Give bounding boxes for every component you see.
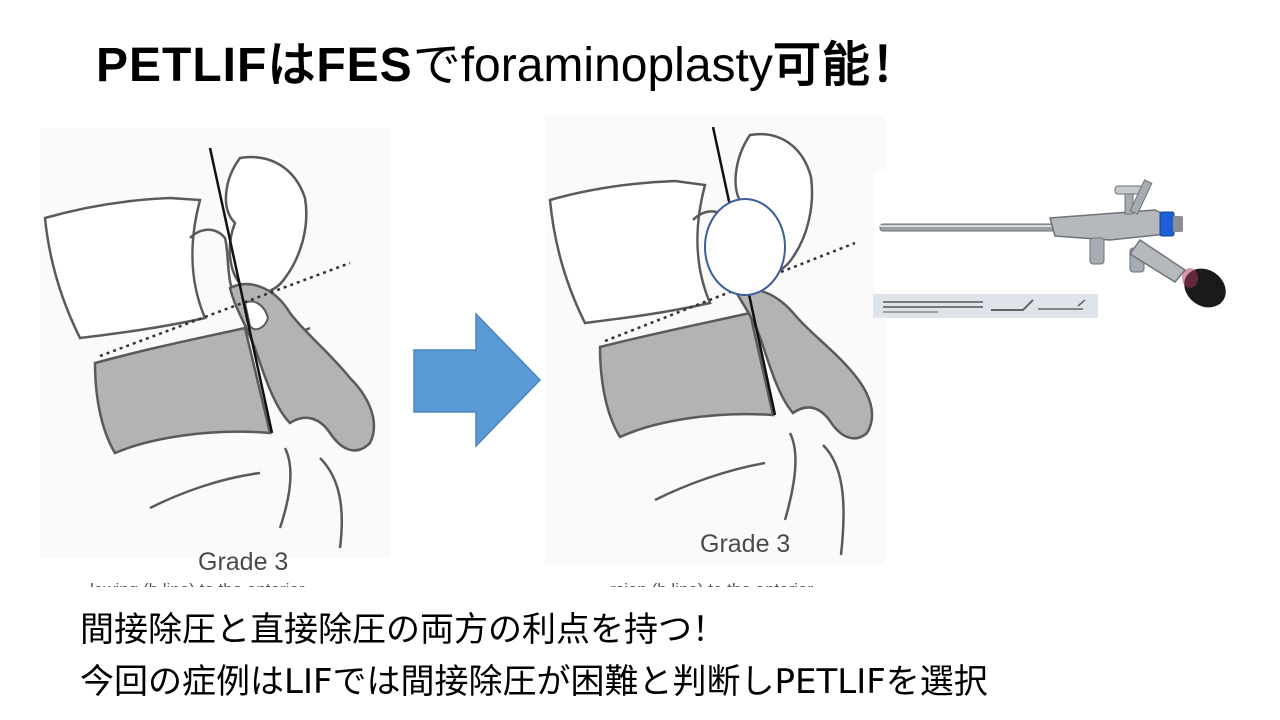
instrument-strip-image — [873, 294, 1098, 318]
left-figure-caption: Grade 3 — [198, 548, 289, 576]
slide-title: PETLIFはFESでforaminoplasty可能！ — [96, 30, 920, 102]
title-part-4: 可能！ — [772, 39, 920, 92]
body-line-1: 間接除圧と直接除圧の両方の利点を持つ！ — [80, 610, 726, 650]
spine-diagram-right — [545, 115, 885, 565]
title-part-3: foraminoplasty — [460, 39, 773, 92]
title-part-2: で — [412, 39, 461, 92]
left-figure-cut-text: lowing (b line) to the anterior — [90, 578, 340, 587]
right-figure-cut-text: rsion (b line) to the anterior — [610, 578, 910, 587]
right-figure-caption: Grade 3 — [700, 530, 791, 558]
spine-diagram-left — [40, 128, 390, 558]
endoscope-image — [875, 170, 1235, 318]
title-part-1: PETLIFはFES — [96, 39, 413, 92]
body-line-2: 今回の症例はLIFでは間接除圧が困難と判断しPETLIFを選択 — [80, 662, 988, 702]
right-arrow-icon — [412, 312, 544, 448]
